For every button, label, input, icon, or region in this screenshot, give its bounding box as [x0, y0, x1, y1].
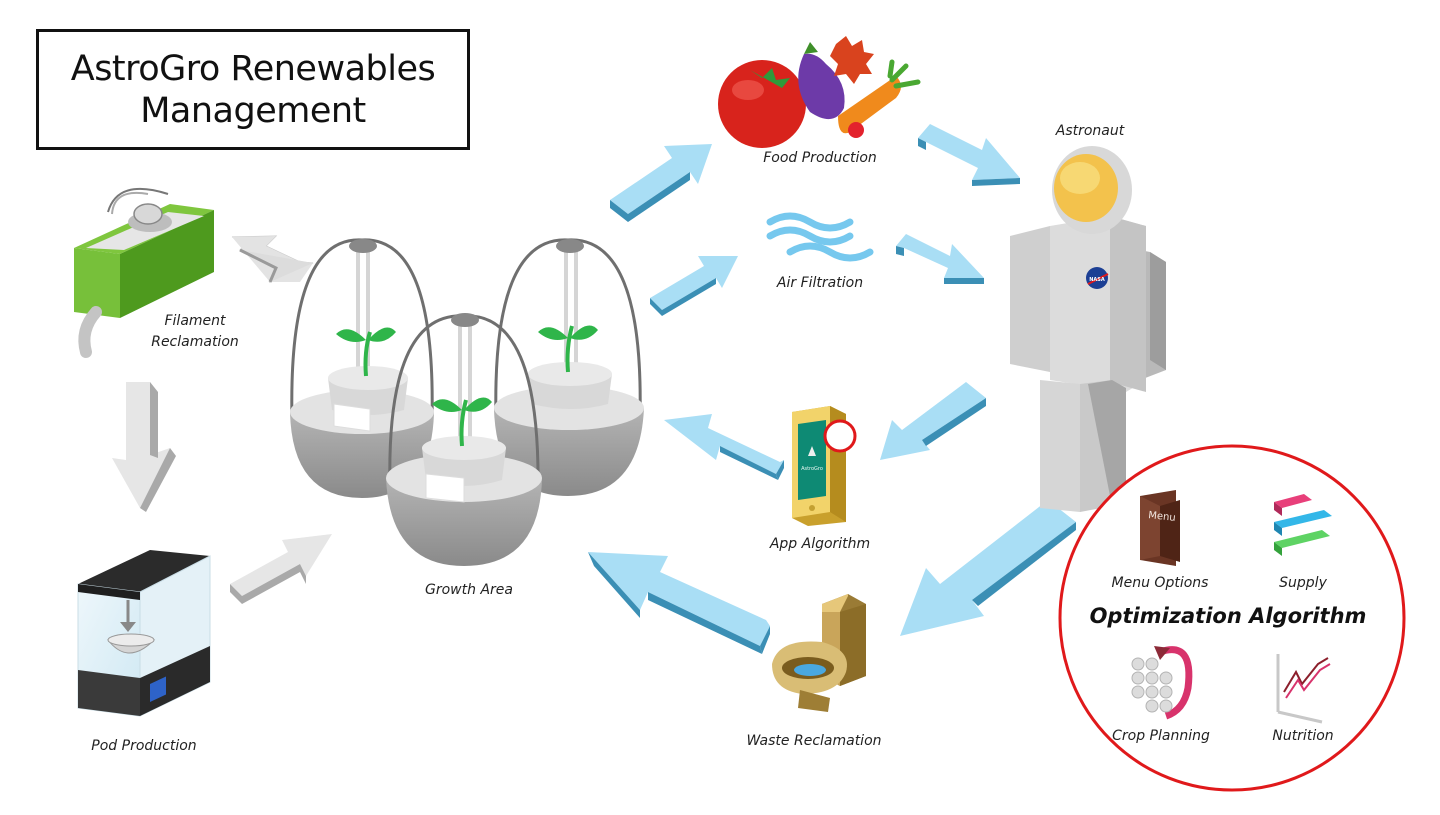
label-nutrition: Nutrition: [1272, 728, 1334, 744]
label-filament-line2: Reclamation: [151, 334, 239, 350]
label-app-algorithm: App Algorithm: [769, 536, 871, 552]
arrow-pod-to-growth: [230, 534, 332, 604]
growth-pod-front: [386, 313, 542, 566]
label-astronaut: Astronaut: [1055, 123, 1125, 139]
app-algorithm-phone: [792, 406, 857, 526]
label-filament-reclamation: Filament Reclamation: [140, 311, 250, 353]
arrow-air-to-astronaut: [896, 234, 984, 284]
filament-reclamation-machine: [74, 187, 214, 358]
label-pod-production: Pod Production: [91, 738, 197, 754]
astronaut-figure: [1010, 146, 1166, 512]
food-production-vegetables: [718, 36, 921, 148]
label-crop-planning: Crop Planning: [1112, 728, 1210, 744]
nutrition-chart-icon: [1276, 654, 1331, 724]
menu-icon-text: Menu: [1148, 510, 1176, 524]
arrow-astronaut-to-app: [880, 382, 986, 460]
label-air-filtration: Air Filtration: [776, 275, 864, 291]
growth-pod-right: [494, 238, 644, 496]
label-food-production: Food Production: [763, 150, 877, 166]
label-filament-line1: Filament: [164, 313, 226, 329]
label-waste-reclamation: Waste Reclamation: [746, 733, 882, 749]
arrow-astronaut-to-waste: [900, 500, 1076, 636]
optimization-heading: Optimization Algorithm: [1089, 604, 1367, 628]
label-growth-area: Growth Area: [425, 582, 513, 598]
title-line-1: AstroGro Renewables: [70, 48, 436, 89]
arrow-filament-to-pod: [112, 382, 176, 512]
arrow-waste-to-growth: [588, 552, 770, 654]
nasa-badge-text: NASA: [1089, 277, 1105, 283]
arrow-growth-to-food: [610, 144, 712, 222]
label-supply: Supply: [1279, 575, 1327, 591]
phone-app-name: AstroGro: [801, 466, 823, 472]
arrow-app-to-growth: [664, 414, 784, 480]
title-line-2: Management: [140, 90, 366, 131]
waste-reclamation-toilet: [772, 594, 866, 712]
arrow-growth-to-air: [650, 256, 738, 316]
air-filtration-waves: [766, 212, 874, 262]
arrow-food-to-astronaut: [918, 124, 1020, 186]
growth-pod-left: [290, 238, 434, 498]
pod-production-printer: [77, 550, 211, 717]
menu-icon: [1140, 490, 1180, 566]
label-menu-options: Menu Options: [1111, 575, 1209, 591]
crop-planning-icon: [1131, 646, 1193, 720]
supply-bars-icon: [1274, 494, 1332, 556]
title-box: AstroGro Renewables Management: [36, 29, 470, 150]
arrow-growth-to-filament: [231, 235, 314, 283]
